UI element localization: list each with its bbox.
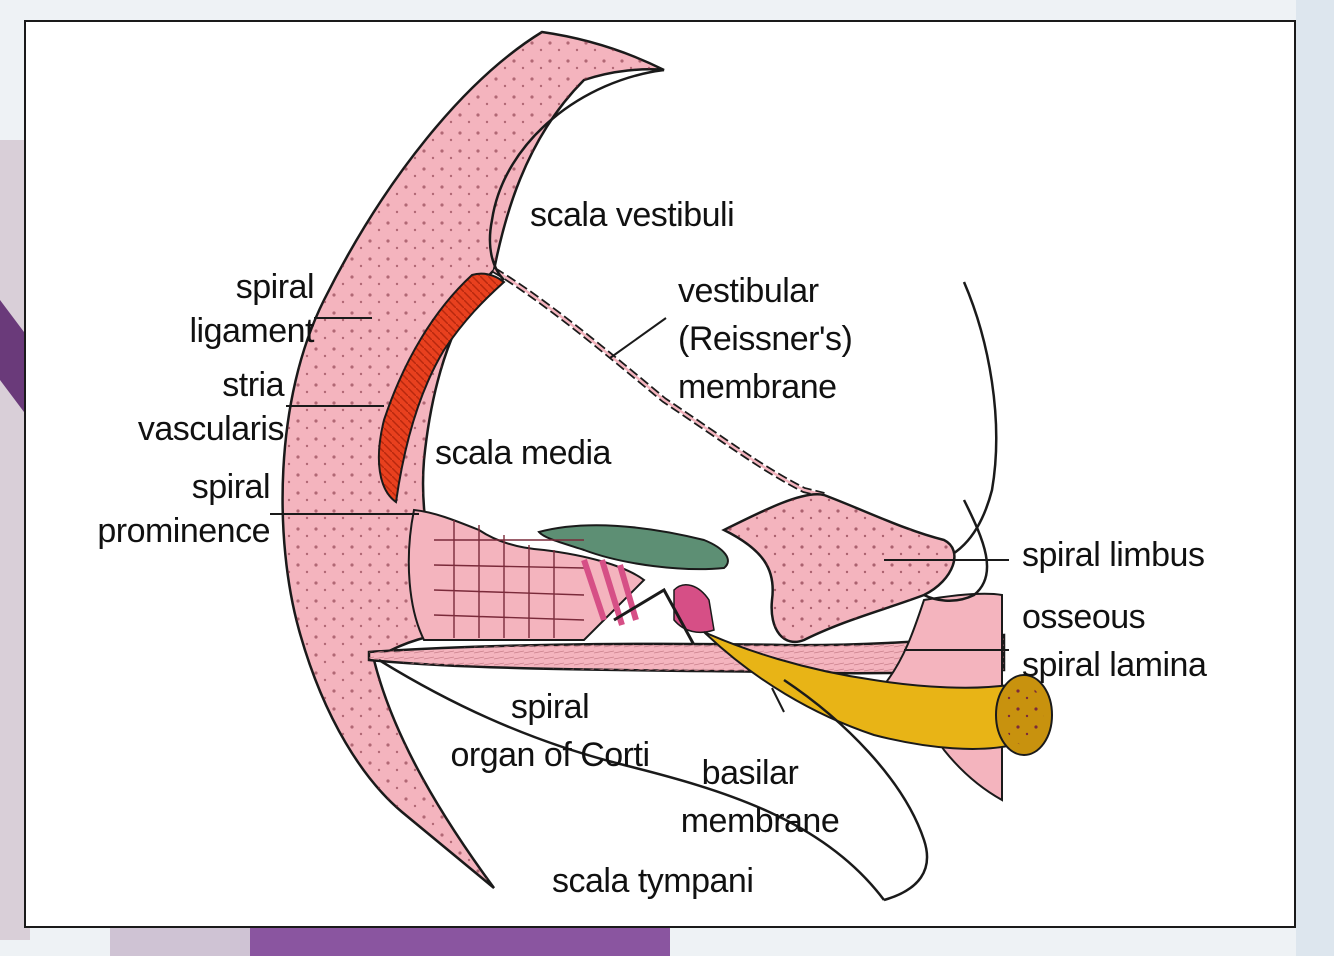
leader-lines	[270, 317, 1009, 713]
label-spiral-prominence: spiral prominence	[44, 470, 270, 548]
label-stria-vascularis-line1: stria	[222, 366, 284, 404]
label-scala-tympani: scala tympani	[552, 862, 754, 900]
label-basilar-line2: membrane	[680, 802, 840, 840]
label-organ-of-corti: spiral organ of Corti	[420, 690, 680, 772]
stria-vascularis-shape	[377, 272, 506, 504]
label-vestibular-membrane-line2: (Reissner's)	[678, 320, 853, 358]
label-osseous-line1: osseous	[1022, 598, 1146, 636]
cochlear-nerve-shape	[703, 631, 1053, 756]
label-spiral-ligament-line1: spiral	[235, 268, 315, 306]
label-scala-media: scala media	[435, 434, 611, 472]
scala-tympani-boundary	[378, 658, 885, 901]
label-basilar-line1: basilar	[701, 754, 799, 792]
label-spiral-prominence-line2: prominence	[97, 512, 270, 550]
right-margin	[1296, 0, 1334, 956]
label-spiral-ligament: spiral ligament	[150, 270, 314, 348]
basilar-membrane-shape	[367, 633, 1006, 675]
label-stria-vascularis-line2: vascularis	[137, 410, 285, 448]
label-osseous-spiral-lamina: osseous spiral lamina	[1022, 598, 1207, 684]
label-osseous-line2: spiral lamina	[1022, 646, 1207, 684]
spiral-limbus-shape	[721, 492, 956, 643]
scala-vestibuli-boundary	[488, 68, 665, 281]
label-stria-vascularis: stria vascularis	[90, 366, 285, 448]
diagram-frame	[24, 20, 1296, 928]
label-spiral-prominence-line1: spiral	[191, 468, 271, 506]
histology-slide-bottom	[250, 928, 670, 956]
label-organ-of-corti-line2: organ of Corti	[450, 736, 651, 774]
label-vestibular-membrane: vestibular (Reissner's) membrane	[678, 272, 853, 406]
spiral-ligament-shape	[281, 30, 665, 889]
cochlea-diagram	[270, 30, 1053, 902]
histology-slide-bottom-light	[110, 928, 250, 956]
label-scala-vestibuli: scala vestibuli	[530, 196, 735, 234]
organ-of-corti-shape	[407, 508, 715, 646]
histology-cell-cluster-left	[0, 300, 30, 420]
label-organ-of-corti-line1: spiral	[510, 688, 590, 726]
label-vestibular-membrane-line3: membrane	[678, 368, 837, 406]
label-spiral-ligament-line2: ligament	[189, 312, 314, 350]
label-vestibular-membrane-line1: vestibular	[678, 272, 819, 310]
tectorial-membrane-shape	[537, 524, 729, 571]
label-spiral-limbus: spiral limbus	[1022, 536, 1205, 574]
label-basilar-membrane: basilar membrane	[660, 756, 860, 838]
